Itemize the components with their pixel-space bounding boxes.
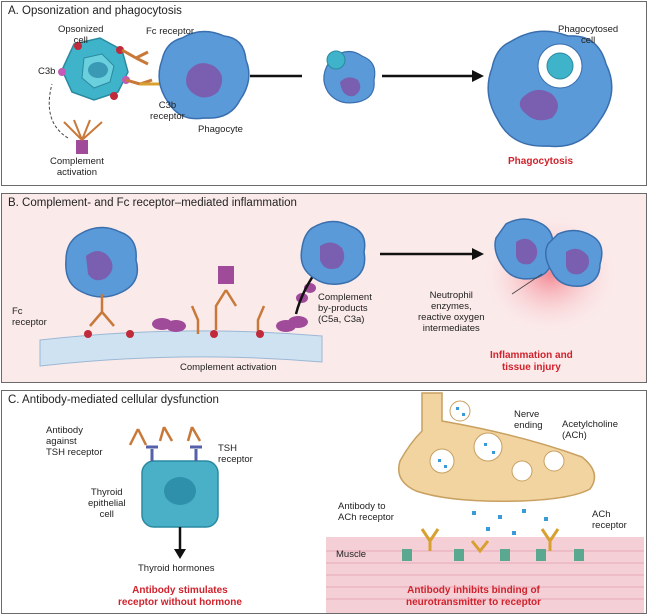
membrane-icon bbox=[39, 330, 323, 367]
label-fc-receptor: Fc receptor bbox=[146, 26, 195, 37]
panel-c-title: C. Antibody-mediated cellular dysfunctio… bbox=[8, 394, 219, 406]
panel-a-title: A. Opsonization and phagocytosis bbox=[8, 5, 182, 17]
phagocytosed-cell-icon bbox=[487, 30, 613, 148]
complement-icon bbox=[63, 119, 103, 154]
ach-receptor-icon bbox=[402, 549, 584, 561]
muscle-striations bbox=[326, 550, 644, 600]
vesicle-icon bbox=[429, 400, 565, 482]
antigen-icon bbox=[84, 330, 264, 338]
complement-icon bbox=[152, 266, 316, 332]
label-acetylcholine: Acetylcholine(ACh) bbox=[562, 419, 618, 441]
panel-b-illustration bbox=[39, 212, 620, 367]
antibody-icon bbox=[89, 289, 266, 334]
opsonized-cell-icon bbox=[58, 37, 130, 101]
tsh-receptor-icon bbox=[146, 445, 202, 461]
label-thyroid-hormones: Thyroid hormones bbox=[138, 563, 215, 574]
result-phagocytosis: Phagocytosis bbox=[508, 156, 574, 167]
pointer-line bbox=[511, 273, 543, 295]
phagocyte-icon bbox=[158, 30, 250, 120]
engulfing-phagocyte-icon bbox=[323, 50, 376, 104]
panel-a: A. Opsonization and phagocytosis bbox=[1, 1, 647, 186]
inflamed-neutrophils-icon bbox=[494, 218, 603, 287]
panel-b: B. Complement- and Fc receptor–mediated … bbox=[1, 193, 647, 383]
label-muscle: Muscle bbox=[336, 549, 367, 560]
panel-a-illustration bbox=[48, 30, 613, 154]
label-phagocyte: Phagocyte bbox=[198, 124, 243, 135]
label-c3b: C3b bbox=[38, 66, 56, 77]
dashed-arrow-icon bbox=[48, 83, 69, 139]
arrowhead-icon bbox=[174, 549, 186, 559]
arrowhead-icon bbox=[472, 248, 484, 260]
panel-b-title: B. Complement- and Fc receptor–mediated … bbox=[8, 197, 297, 209]
recruited-neutrophil-icon bbox=[300, 220, 366, 285]
antibody-to-ach-icon bbox=[420, 528, 560, 554]
antibody-icon bbox=[128, 426, 202, 446]
acetylcholine-icon bbox=[438, 407, 548, 535]
label-complement-activation-b: Complement activation bbox=[180, 362, 277, 373]
arrowhead-icon bbox=[472, 70, 484, 82]
neutrophil-icon bbox=[65, 226, 139, 298]
thyroid-cell-icon bbox=[141, 460, 219, 528]
panel-c: C. Antibody-mediated cellular dysfunctio… bbox=[1, 390, 647, 614]
panel-c-illustration bbox=[128, 392, 644, 613]
